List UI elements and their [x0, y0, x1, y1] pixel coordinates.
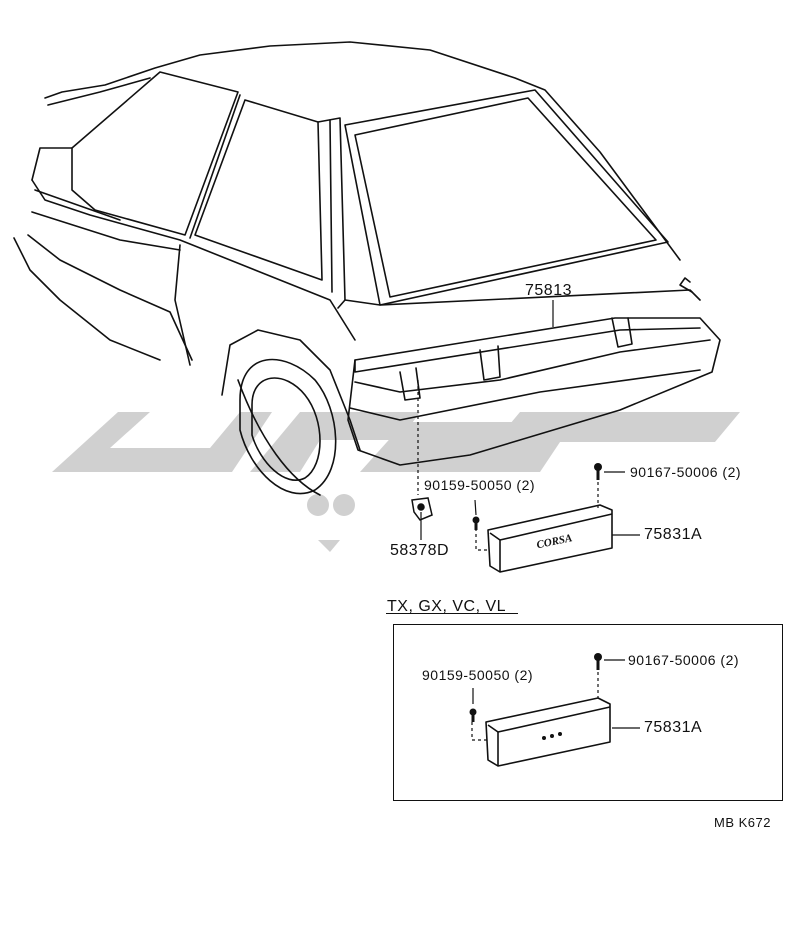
inset-screw-top-icon	[594, 653, 602, 670]
inset-label-garnish: 75831A	[644, 719, 703, 736]
inset-screw-side-icon	[469, 708, 477, 722]
car-body	[13, 41, 721, 496]
drawing-code: MB K672	[714, 815, 771, 830]
leader-lines	[417, 300, 640, 741]
label-clip: 58378D	[390, 542, 450, 559]
inset-garnish-panel	[485, 697, 611, 767]
emblem-text: CORSA	[536, 532, 574, 551]
watermark-logo	[52, 412, 740, 552]
garnish-panel	[487, 504, 613, 573]
variant-heading-underline	[386, 613, 518, 614]
inset-label-screw-top: 90167-50006 (2)	[628, 652, 740, 668]
label-screw-top: 90167-50006 (2)	[630, 464, 742, 480]
variant-heading: TX, GX, VC, VL	[387, 598, 507, 615]
inset-emblem-dots-icon	[542, 732, 562, 740]
clip-icon	[411, 497, 433, 521]
screw-top-icon	[594, 463, 602, 480]
label-garnish: 75831A	[644, 526, 703, 543]
screw-side-icon	[472, 516, 480, 530]
inset-label-screw-side: 90159-50050 (2)	[422, 667, 534, 683]
label-screw-side: 90159-50050 (2)	[424, 477, 536, 493]
label-75813: 75813	[525, 282, 572, 299]
variant-inset-box	[393, 624, 783, 801]
